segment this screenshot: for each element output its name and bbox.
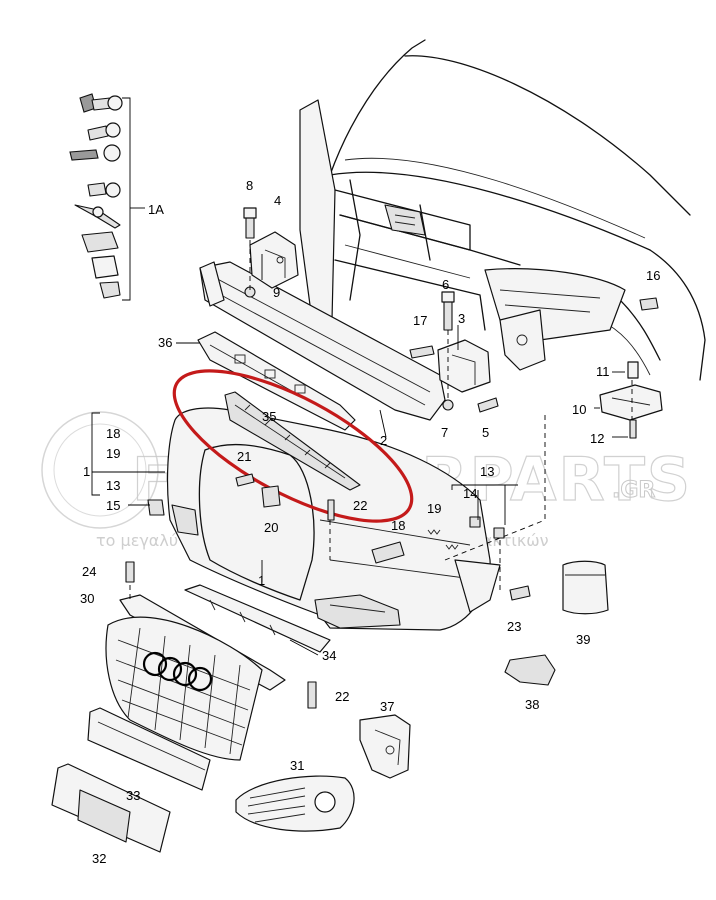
callout-32: 32 [92,851,106,866]
callout-19-right: 19 [427,501,441,516]
callout-23: 23 [507,619,521,634]
leader-lines [91,240,633,656]
callout-12: 12 [590,431,604,446]
callout-15: 15 [106,498,120,513]
callout-7: 7 [441,425,448,440]
callout-39: 39 [576,632,590,647]
callout-21: 21 [237,449,251,464]
bracket-37 [359,714,411,779]
callout-37: 37 [380,699,394,714]
callout-13-left: 13 [106,478,120,493]
callouts: 1 1A 1 2 3 4 5 6 7 8 9 10 11 12 13 13 14… [80,178,660,866]
radiator-grille [105,594,286,761]
callout-22-upper: 22 [353,498,367,513]
callout-22-lower: 22 [335,689,349,704]
callout-18-right: 18 [391,518,405,533]
bracket-3 [437,339,491,393]
callout-13-right: 13 [480,464,494,479]
callout-19-left: 19 [106,446,120,461]
fog-light-grille-31 [235,775,355,832]
callout-11: 11 [596,364,610,379]
callout-8: 8 [246,178,253,193]
parts-bag-39 [562,560,609,615]
callout-4: 4 [274,193,281,208]
callout-31: 31 [290,758,304,773]
callout-18-left: 18 [106,426,120,441]
fastener-set-1a [69,93,145,301]
watermark-domain: .GR [612,478,655,503]
callout-30: 30 [80,591,94,606]
callout-1: 1 [258,573,265,588]
callout-36: 36 [158,335,172,350]
license-plate-holder-32 [51,763,171,853]
callout-16: 16 [646,268,660,283]
impact-absorber-35 [224,391,361,491]
callout-6: 6 [442,277,449,292]
callout-2: 2 [380,433,387,448]
callout-5: 5 [482,425,489,440]
callout-3: 3 [458,311,465,326]
fasteners-misc [125,207,659,709]
callout-10: 10 [572,402,586,417]
car-body-front-end [299,39,706,381]
grille-trim-33 [87,707,211,791]
callout-1-group: 1 [83,464,90,479]
callout-35: 35 [262,409,276,424]
callout-24: 24 [82,564,96,579]
callout-14: 14 [463,486,477,501]
bracket-10 [599,384,663,421]
callout-34: 34 [322,648,336,663]
clip-38 [504,654,556,686]
lower-spoiler-34 [184,584,331,653]
callout-17: 17 [413,313,427,328]
callout-9: 9 [273,285,280,300]
callout-33: 33 [126,788,140,803]
callout-1a: 1A [148,202,164,217]
callout-20: 20 [264,520,278,535]
callout-38: 38 [525,697,539,712]
